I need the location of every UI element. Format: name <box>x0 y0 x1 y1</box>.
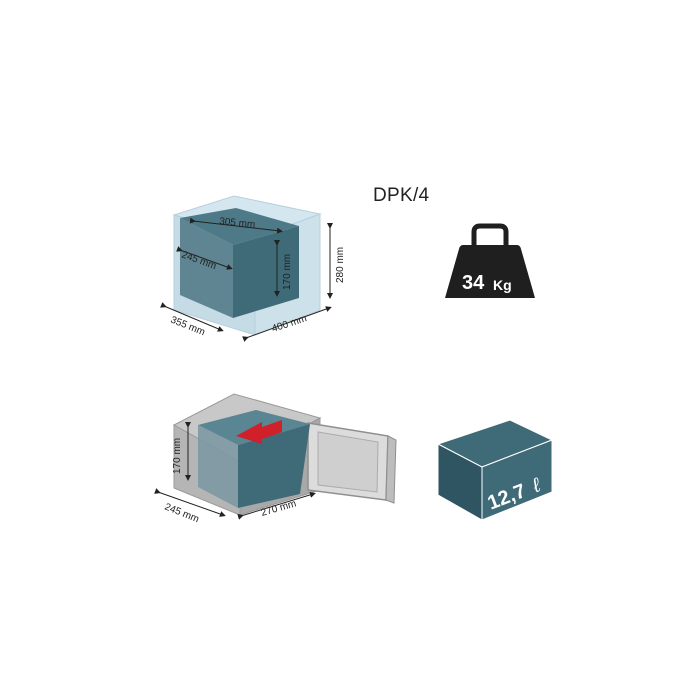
usable-front-face <box>238 424 310 508</box>
insert-arrow-icon <box>236 420 282 444</box>
usable-width-line <box>237 492 316 520</box>
exterior-width-line <box>242 306 332 342</box>
weight-value: 34 <box>462 272 485 294</box>
exterior-height-label: 280 mm <box>335 247 346 283</box>
volume-cube-front <box>481 439 553 521</box>
safe-door-inner-panel <box>317 431 379 493</box>
volume-cube-icon: 12,7 ℓ <box>436 419 554 521</box>
interior-height-label: 170 mm <box>282 254 293 290</box>
exterior-depth-line <box>160 302 224 332</box>
usable-left-face <box>198 425 238 508</box>
usable-depth-line <box>154 488 226 517</box>
interior-front-face <box>233 226 299 318</box>
model-name: DPK/4 <box>373 185 430 206</box>
weight-icon: 34 Kg <box>445 223 535 298</box>
interior-width-line <box>189 217 283 234</box>
exterior-safe-diagram: 305 mm 245 mm 170 mm 280 mm 355 mm 400 m… <box>160 195 346 342</box>
interior-depth-line <box>176 246 233 270</box>
weight-unit: Kg <box>493 277 512 293</box>
open-safe-diagram: 170 mm 245 mm 270 mm <box>154 393 397 525</box>
interior-width-label: 305 mm <box>219 216 256 231</box>
safe-door-edge <box>385 435 397 504</box>
usable-height-label: 170 mm <box>172 438 183 474</box>
